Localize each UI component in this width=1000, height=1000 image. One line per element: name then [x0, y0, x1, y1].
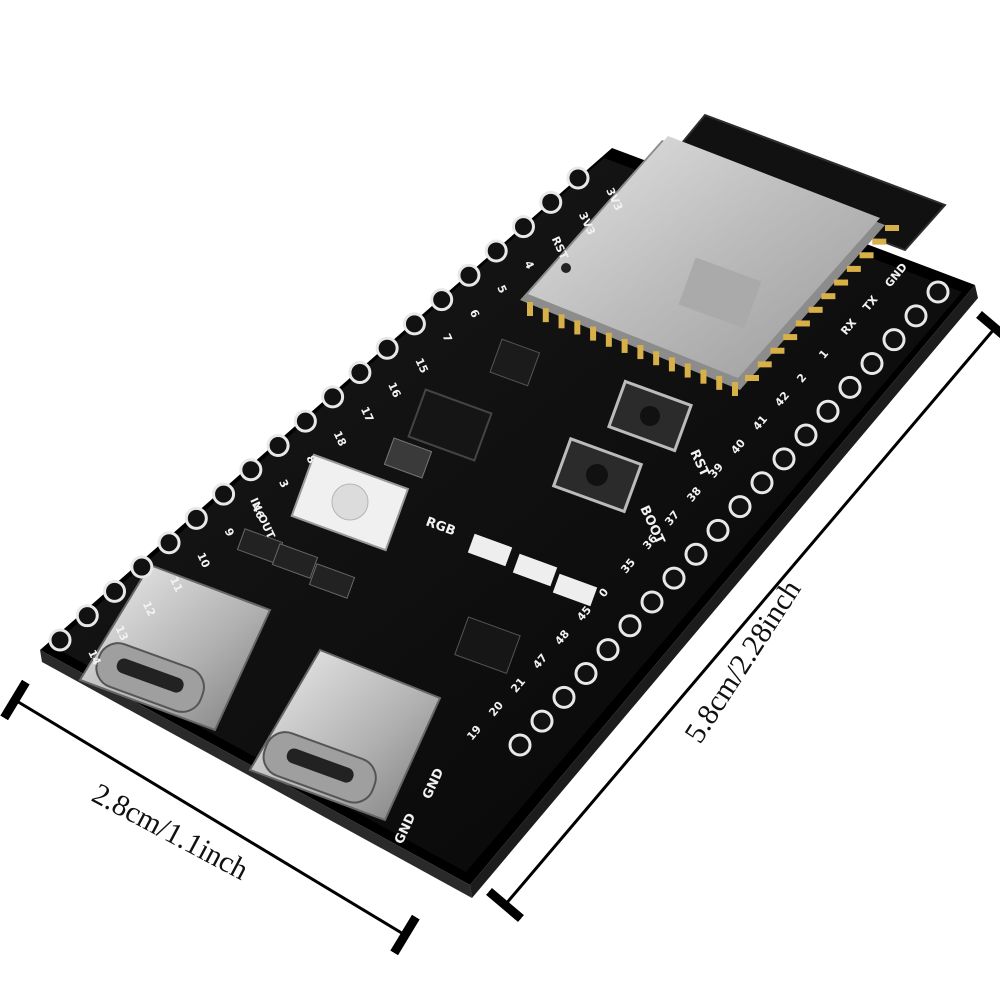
pin-label: 12	[140, 599, 158, 618]
header-pin-hole	[157, 531, 181, 555]
header-pin-hole	[508, 733, 532, 757]
module-pad	[668, 357, 675, 372]
module-pad	[859, 252, 874, 259]
header-pin-hole	[794, 423, 818, 447]
header-pin-hole	[239, 458, 263, 482]
module-pad	[621, 338, 628, 353]
header-pin-hole	[530, 709, 554, 733]
header-pin-hole	[618, 614, 642, 638]
module-pad	[808, 306, 823, 313]
header-pin-hole	[184, 506, 208, 530]
module-pad	[716, 375, 723, 390]
module-pad	[821, 293, 836, 300]
header-pin-hole	[402, 312, 426, 336]
module-pad	[653, 351, 660, 366]
header-pin-hole	[539, 190, 563, 214]
module-pad	[783, 334, 798, 341]
header-pin-hole	[293, 409, 317, 433]
header-pin-hole	[348, 361, 372, 385]
header-pin-hole	[130, 555, 154, 579]
module-pad	[846, 265, 861, 272]
header-pin-hole	[926, 280, 950, 304]
header-pin-hole	[321, 385, 345, 409]
pin-label: 17	[358, 405, 376, 424]
pin-label: 15	[412, 356, 430, 375]
module-pad	[558, 314, 565, 329]
header-pin-hole	[750, 471, 774, 495]
header-pin-hole	[511, 215, 535, 239]
module-pad	[574, 320, 581, 335]
module-pad	[732, 382, 738, 396]
header-pin-hole	[816, 399, 840, 423]
header-pins-left	[48, 166, 590, 652]
header-pin-hole	[266, 433, 290, 457]
header-pin-hole	[706, 518, 730, 542]
module-pad	[745, 375, 759, 381]
pin-label: 11	[167, 575, 185, 594]
header-pin-hole	[457, 263, 481, 287]
header-pin-hole	[103, 579, 127, 603]
header-pin-hole	[484, 239, 508, 263]
module-pad	[770, 347, 785, 354]
pin-label: 10	[194, 551, 212, 571]
module-pad	[542, 308, 549, 323]
header-pin-hole	[662, 566, 686, 590]
module-pad	[795, 320, 810, 327]
header-pin-hole	[75, 604, 99, 628]
module-pad	[757, 361, 772, 368]
header-pin-hole	[838, 375, 862, 399]
header-pin-hole	[904, 304, 928, 328]
header-pin-hole	[48, 628, 72, 652]
header-pin-hole	[552, 685, 576, 709]
header-pin-hole	[728, 495, 752, 519]
pin-label: 46	[249, 502, 267, 522]
header-pin-hole	[860, 352, 884, 376]
module-pad	[527, 302, 533, 316]
header-pin-hole	[430, 288, 454, 312]
pin-label: 18	[331, 429, 349, 448]
module-pad	[834, 279, 849, 286]
pin-label: 14	[85, 648, 103, 668]
header-pin-hole	[574, 661, 598, 685]
module-pad	[590, 326, 597, 341]
header-pin-hole	[684, 542, 708, 566]
header-pin-hole	[882, 328, 906, 352]
module-pad	[885, 225, 899, 231]
module-pad	[605, 332, 612, 347]
header-pin-hole	[596, 638, 620, 662]
header-pin-hole	[566, 166, 590, 190]
pin-label: 16	[385, 380, 403, 400]
header-pin-hole	[375, 336, 399, 360]
header-pin-hole	[640, 590, 664, 614]
module-pad	[684, 363, 691, 378]
module-pad	[872, 238, 887, 245]
module-pad	[700, 369, 707, 384]
module-pad	[637, 345, 644, 360]
header-pin-hole	[212, 482, 236, 506]
header-pin-hole	[772, 447, 796, 471]
pin-label: 13	[113, 623, 131, 642]
